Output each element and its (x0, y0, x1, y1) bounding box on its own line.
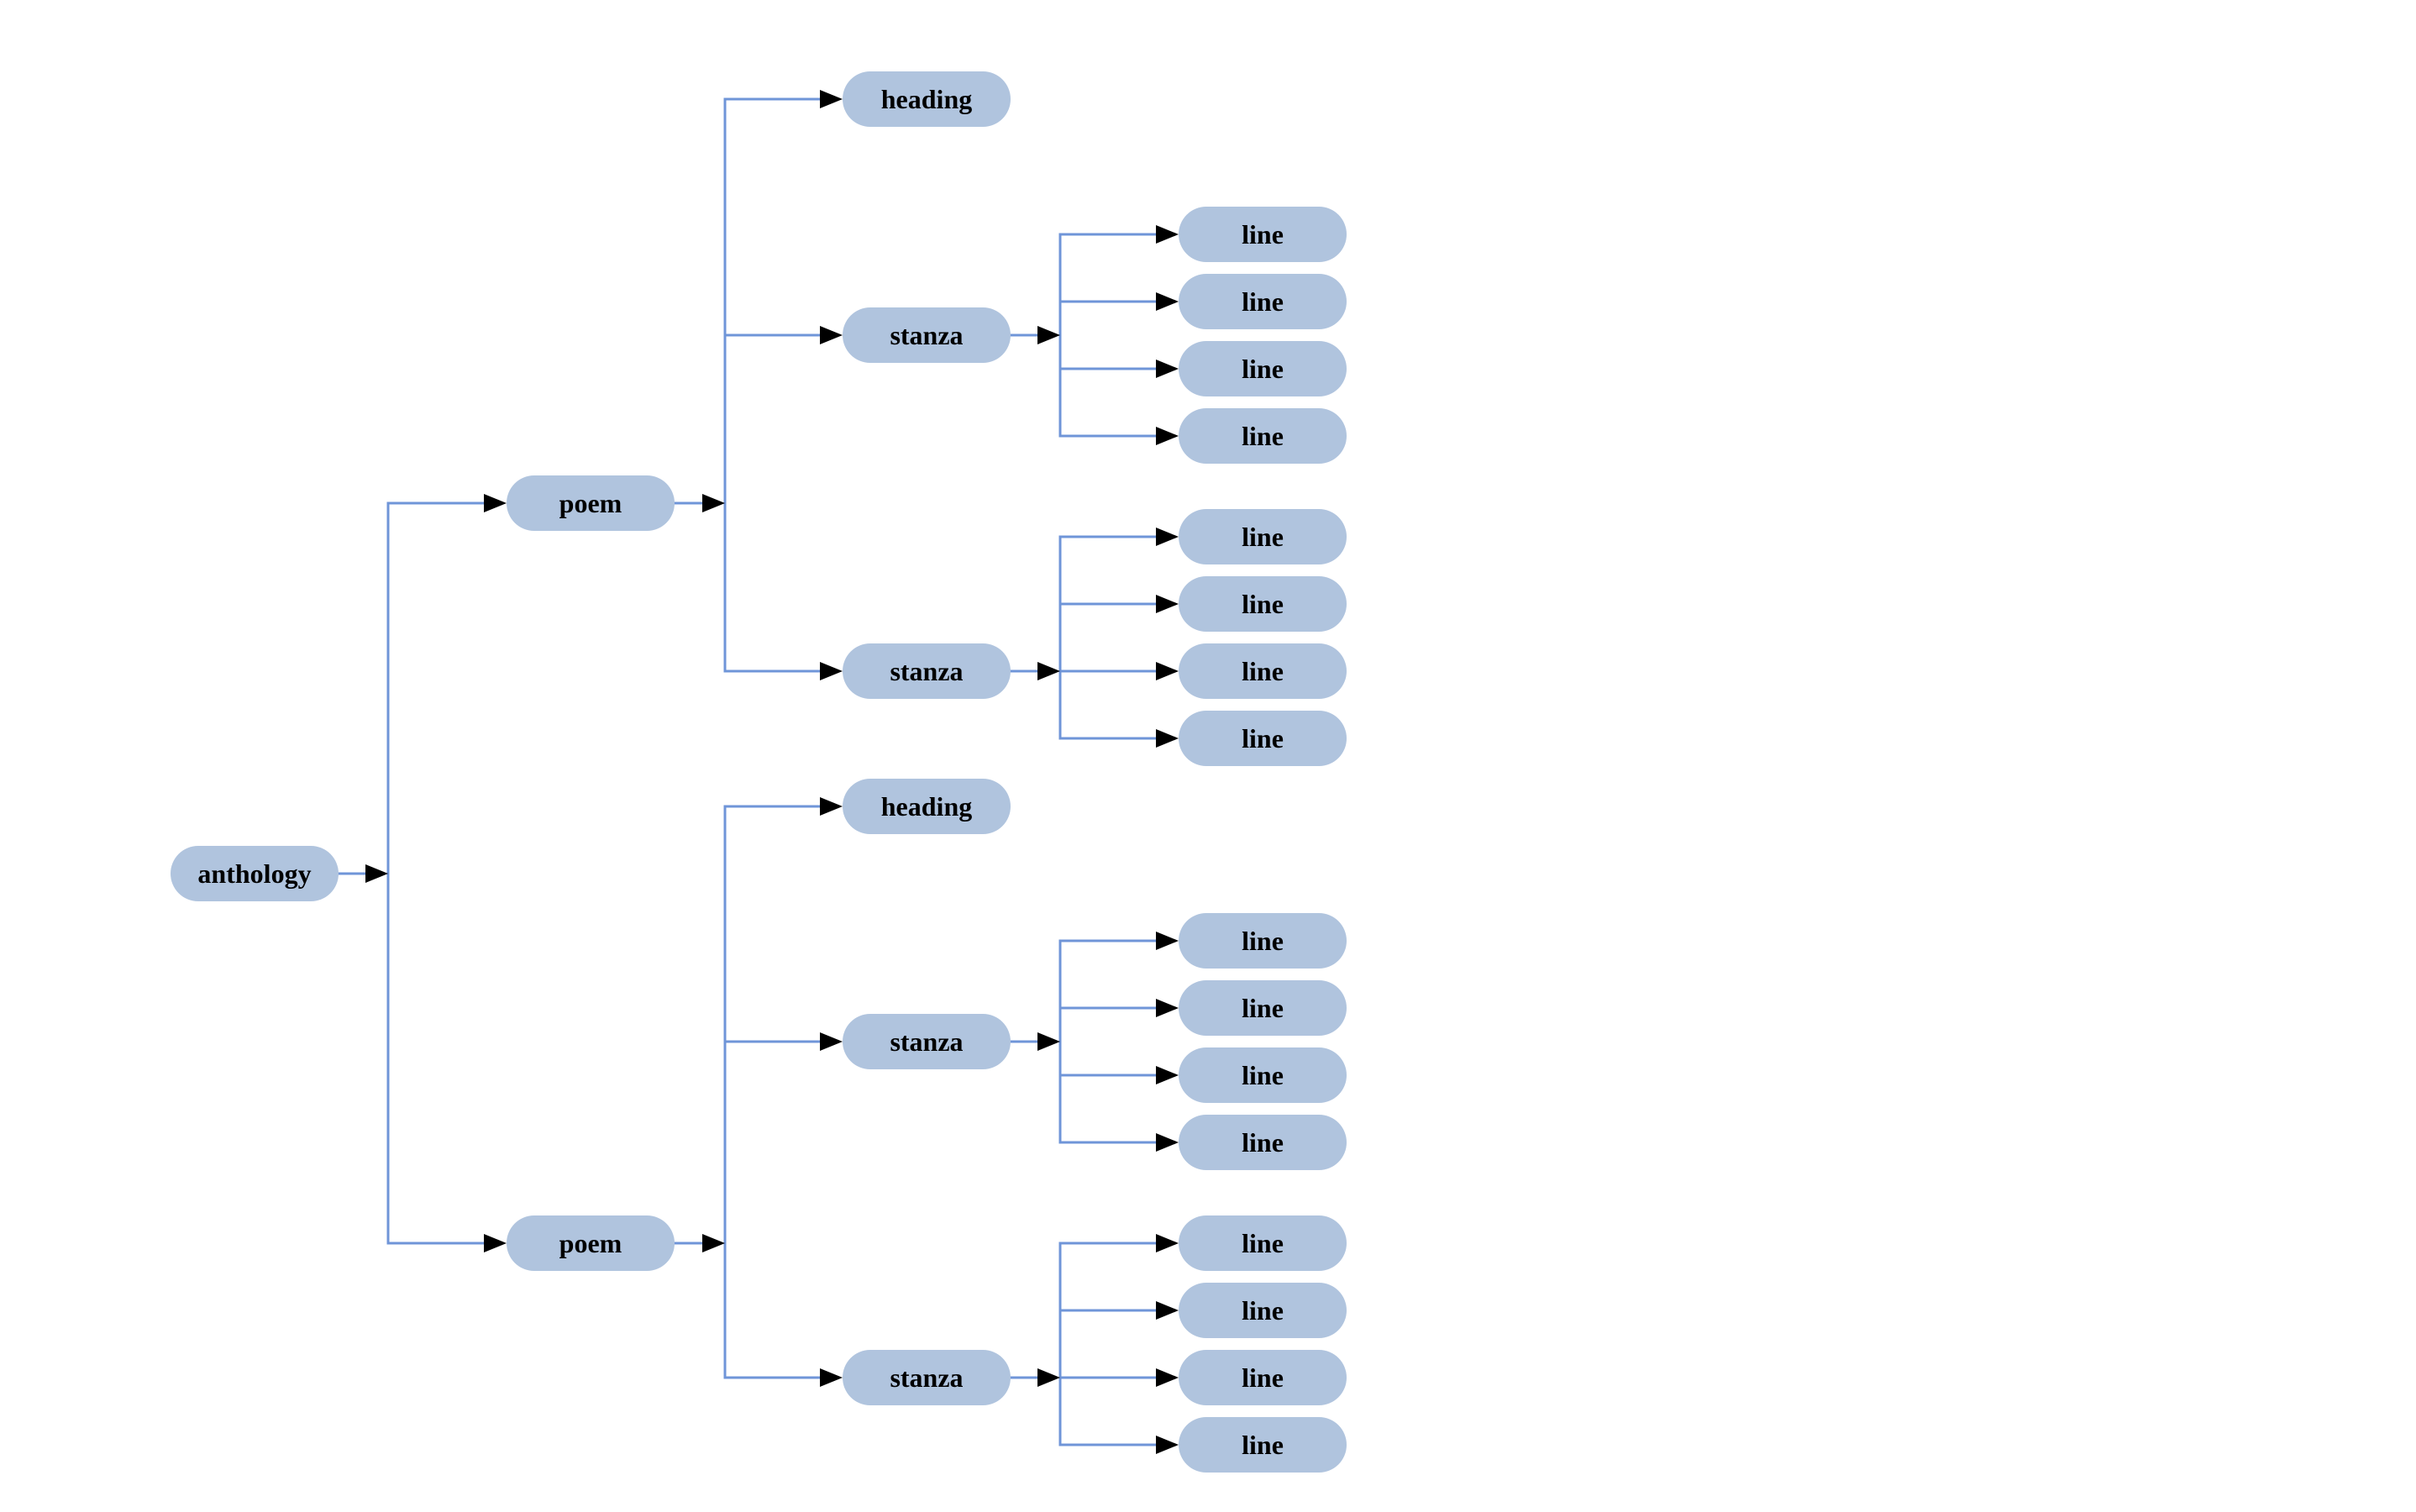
node-stanza-1: stanza (843, 307, 1011, 363)
node-line-s2-4: line (1179, 711, 1347, 766)
node-heading-1: heading (843, 71, 1011, 127)
node-line-s1-3: line (1179, 341, 1347, 396)
node-line-s4-4: line (1179, 1417, 1347, 1473)
node-anthology: anthology (171, 846, 339, 901)
node-line-s2-3: line (1179, 643, 1347, 699)
node-line-s4-3: line (1179, 1350, 1347, 1405)
node-stanza-2: stanza (843, 643, 1011, 699)
node-line-s1-4: line (1179, 408, 1347, 464)
node-stanza-4: stanza (843, 1350, 1011, 1405)
node-stanza-3: stanza (843, 1014, 1011, 1069)
node-poem-1: poem (507, 475, 675, 531)
node-line-s3-2: line (1179, 980, 1347, 1036)
node-line-s3-1: line (1179, 913, 1347, 969)
node-heading-2: heading (843, 779, 1011, 834)
node-line-s1-2: line (1179, 274, 1347, 329)
node-line-s3-3: line (1179, 1047, 1347, 1103)
node-line-s2-2: line (1179, 576, 1347, 632)
node-line-s4-1: line (1179, 1215, 1347, 1271)
node-line-s2-1: line (1179, 509, 1347, 564)
node-line-s3-4: line (1179, 1115, 1347, 1170)
node-line-s1-1: line (1179, 207, 1347, 262)
node-poem-2: poem (507, 1215, 675, 1271)
node-line-s4-2: line (1179, 1283, 1347, 1338)
